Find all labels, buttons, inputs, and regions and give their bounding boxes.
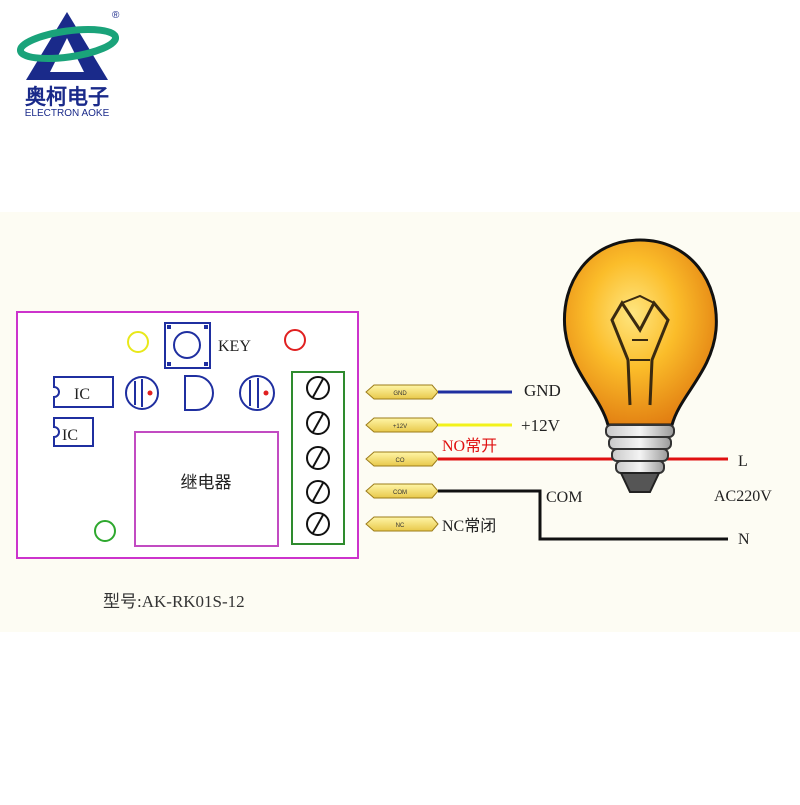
- diode-icon: [184, 375, 214, 411]
- connector-com: COM: [365, 483, 439, 499]
- connector-tags: GND +12V CO COM NC: [365, 384, 439, 532]
- led-red: [284, 329, 306, 351]
- logo-name-cn: 奥柯电子: [25, 85, 109, 109]
- connector-nc: NC: [365, 516, 439, 532]
- terminal-screw-2: [306, 411, 330, 435]
- ic-chip-1: IC: [53, 376, 114, 408]
- relay-block: [134, 431, 279, 547]
- svg-text:NC: NC: [396, 523, 405, 529]
- led-yellow: [127, 331, 149, 353]
- relay-board: KEY IC IC 继电器: [16, 311, 359, 559]
- model-label: 型号:AK-RK01S-12: [103, 592, 245, 611]
- svg-text:COM: COM: [393, 490, 407, 496]
- label-nc: NC常闭: [442, 517, 496, 535]
- logo-name-en: ELECTRON AOKE: [25, 108, 110, 119]
- key-button[interactable]: [164, 322, 211, 369]
- registered-mark: ®: [112, 10, 120, 21]
- label-ac220v: AC220V: [714, 488, 772, 505]
- connector-12v: +12V: [365, 417, 439, 433]
- svg-text:GND: GND: [393, 391, 407, 397]
- transistor-right-icon: [239, 375, 275, 411]
- terminal-screw-5: [306, 512, 330, 536]
- terminal-screw-1: [306, 376, 330, 400]
- svg-text:+12V: +12V: [393, 424, 407, 430]
- ic1-label: IC: [74, 386, 90, 403]
- transistor-left-icon: [125, 376, 159, 410]
- ic-chip-2: IC: [53, 417, 94, 447]
- label-l: L: [738, 453, 748, 470]
- label-n: N: [738, 531, 750, 548]
- led-green: [94, 520, 116, 542]
- terminal-screw-4: [306, 480, 330, 504]
- terminal-screw-3: [306, 446, 330, 470]
- label-gnd: GND: [524, 381, 561, 400]
- logo-orbit-icon: [16, 25, 120, 63]
- company-logo: ® 奥柯电子 ELECTRON AOKE: [16, 10, 120, 119]
- connector-co: CO: [365, 451, 439, 467]
- key-label: KEY: [218, 338, 251, 355]
- connector-gnd: GND: [365, 384, 439, 400]
- light-bulb-icon: [562, 238, 718, 493]
- wire-com: [438, 489, 728, 541]
- ic2-label: IC: [62, 427, 78, 444]
- terminal-block: [291, 371, 345, 545]
- label-no: NO常开: [442, 437, 497, 455]
- label-12v: +12V: [521, 416, 561, 435]
- relay-label: 继电器: [181, 473, 232, 492]
- label-com: COM: [546, 489, 582, 506]
- svg-text:CO: CO: [396, 458, 405, 464]
